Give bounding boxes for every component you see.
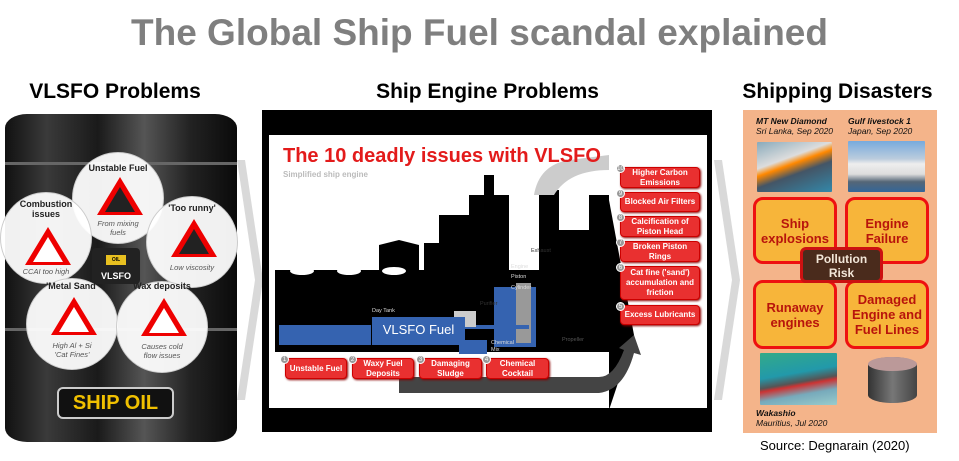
issue-box: Blocked Air Filters bbox=[620, 192, 700, 212]
purifier-label: Purifier bbox=[480, 301, 498, 307]
issue-number: 9 bbox=[616, 189, 625, 198]
livestock-ship-photo bbox=[848, 141, 925, 192]
issue-title: 'Metal Sand' bbox=[46, 281, 98, 291]
chevron-arrow-icon bbox=[714, 160, 740, 400]
issue-box: Cat fine ('sand') accumulation and frict… bbox=[620, 266, 700, 300]
issue-title: Combustion issues bbox=[19, 199, 73, 219]
issue-combustion: Combustion issues CCAI too high bbox=[0, 192, 92, 284]
issue-number: 2 bbox=[348, 355, 357, 364]
wax-warning-icon bbox=[141, 298, 187, 336]
risk-runaway-engines: Runaway engines bbox=[753, 280, 837, 349]
issue-box: Higher Carbon Emissions bbox=[620, 167, 700, 188]
oil-drum-label: OIL bbox=[106, 255, 126, 265]
issue-subtitle: Causes cold flow issues bbox=[141, 342, 183, 360]
issue-too-runny: 'Too runny' Low viscosity bbox=[146, 196, 238, 288]
issue-wax-deposits: Wax deposits Causes cold flow issues bbox=[116, 281, 208, 373]
wakashio-photo bbox=[760, 353, 837, 405]
ship-oil-label: SHIP OIL bbox=[57, 387, 174, 419]
issue-box: Calcification of Piston Head bbox=[620, 216, 700, 237]
issue-number: 6 bbox=[616, 263, 625, 272]
chevron-arrow-icon bbox=[237, 160, 263, 400]
issue-number: 8 bbox=[616, 213, 625, 222]
propeller-label: Propeller bbox=[562, 337, 585, 343]
page-title: The Global Ship Fuel scandal explained bbox=[131, 12, 828, 53]
warning-triangle-icon bbox=[97, 177, 143, 215]
fire-warning-icon bbox=[25, 227, 71, 265]
piston-label: Piston bbox=[511, 274, 527, 280]
chemical-mix-label: Chemical Mix bbox=[491, 340, 514, 353]
piston-top bbox=[868, 357, 917, 371]
issue-subtitle: Low viscosity bbox=[169, 263, 215, 272]
engine-subtitle: Simplified ship engine bbox=[283, 170, 368, 179]
risk-engine-failure: Engine Failure bbox=[845, 197, 929, 264]
day-tank-label: Day Tank bbox=[372, 308, 395, 314]
section-heading-disasters: Shipping Disasters bbox=[742, 80, 933, 103]
issue-box: Chemical Cocktail bbox=[486, 358, 549, 379]
vlsfo-barrels: OIL VLSFO bbox=[92, 248, 140, 284]
pollution-risk: Pollution Risk bbox=[800, 247, 883, 283]
engine-piston-image bbox=[868, 357, 917, 403]
case-name: Gulf livestock 1 bbox=[848, 116, 911, 126]
vlsfo-label: VLSFO bbox=[100, 271, 131, 281]
risk-damaged-engine: Damaged Engine and Fuel Lines bbox=[845, 280, 929, 349]
issue-title: 'Too runny' bbox=[168, 203, 216, 213]
issue-subtitle: CCAI too high bbox=[22, 267, 70, 276]
issue-number: 1 bbox=[280, 355, 289, 364]
section-heading-engine: Ship Engine Problems bbox=[376, 80, 599, 103]
ship-silhouette bbox=[275, 155, 641, 408]
engine-label: Engine bbox=[511, 264, 529, 270]
section-heading-vlsfo: VLSFO Problems bbox=[29, 80, 201, 103]
ship-fire-photo bbox=[757, 142, 832, 192]
issue-number: 4 bbox=[482, 355, 491, 364]
lava-warning-icon bbox=[171, 219, 217, 257]
issue-number: 3 bbox=[416, 355, 425, 364]
engine-title: The 10 deadly issues with VLSFO bbox=[283, 145, 601, 167]
issue-metal-sand: 'Metal Sand' High Al + Si 'Cat Fines' bbox=[26, 278, 118, 370]
issue-number: 10 bbox=[616, 164, 625, 173]
issue-box: Waxy Fuel Deposits bbox=[352, 358, 414, 379]
vlsfo-fuel-tank: VLSFO Fuel bbox=[372, 317, 465, 345]
case-name: Wakashio bbox=[756, 408, 796, 418]
issue-box: Damaging Sludge bbox=[419, 358, 482, 379]
issue-box: Broken Piston Rings bbox=[620, 241, 700, 262]
case-location: Japan, Sep 2020 bbox=[848, 126, 913, 136]
issue-subtitle: From mixing fuels bbox=[97, 219, 139, 237]
issue-number: 7 bbox=[616, 238, 625, 247]
exhaust-label: Exhaust bbox=[531, 248, 551, 254]
issue-box: Unstable Fuel bbox=[285, 358, 347, 379]
issue-number: 5 bbox=[616, 302, 625, 311]
source-credit: Source: Degnarain (2020) bbox=[760, 438, 910, 453]
issue-box: Excess Lubricants bbox=[620, 305, 700, 325]
issue-title: Unstable Fuel bbox=[88, 163, 148, 173]
case-location: Mauritius, Jul 2020 bbox=[756, 418, 828, 428]
issue-title: Wax deposits bbox=[133, 281, 191, 291]
case-location: Sri Lanka, Sep 2020 bbox=[756, 126, 834, 136]
case-name: MT New Diamond bbox=[756, 116, 827, 126]
cylinder-label: Cylinder bbox=[511, 285, 532, 291]
issue-subtitle: High Al + Si 'Cat Fines' bbox=[52, 341, 92, 359]
sand-warning-icon bbox=[51, 297, 97, 335]
